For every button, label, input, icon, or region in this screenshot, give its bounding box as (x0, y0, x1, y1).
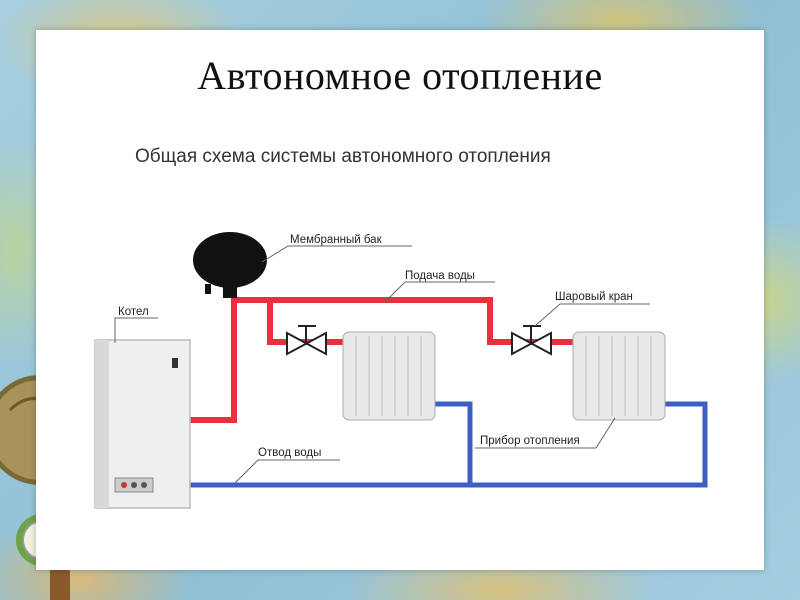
label-boiler: Котел (118, 306, 149, 318)
ball-valve-1 (286, 325, 327, 356)
label-water-supply: Подача воды (405, 270, 475, 282)
label-heating-device: Прибор отопления (480, 435, 580, 447)
label-water-return: Отвод воды (258, 447, 321, 459)
radiator-2 (572, 331, 666, 421)
membrane-tank (193, 232, 267, 298)
label-membrane-tank: Мембранный бак (290, 234, 383, 246)
boiler (94, 339, 191, 509)
label-ball-valve: Шаровый кран (555, 291, 633, 303)
leader-lines (114, 245, 650, 484)
return-pipe (190, 401, 708, 488)
ball-valve-2 (511, 325, 552, 356)
slide-title: Автономное отопление (197, 53, 603, 98)
radiator-1 (342, 331, 436, 421)
diagram-title: Общая схема системы автономного отоплени… (135, 146, 551, 167)
